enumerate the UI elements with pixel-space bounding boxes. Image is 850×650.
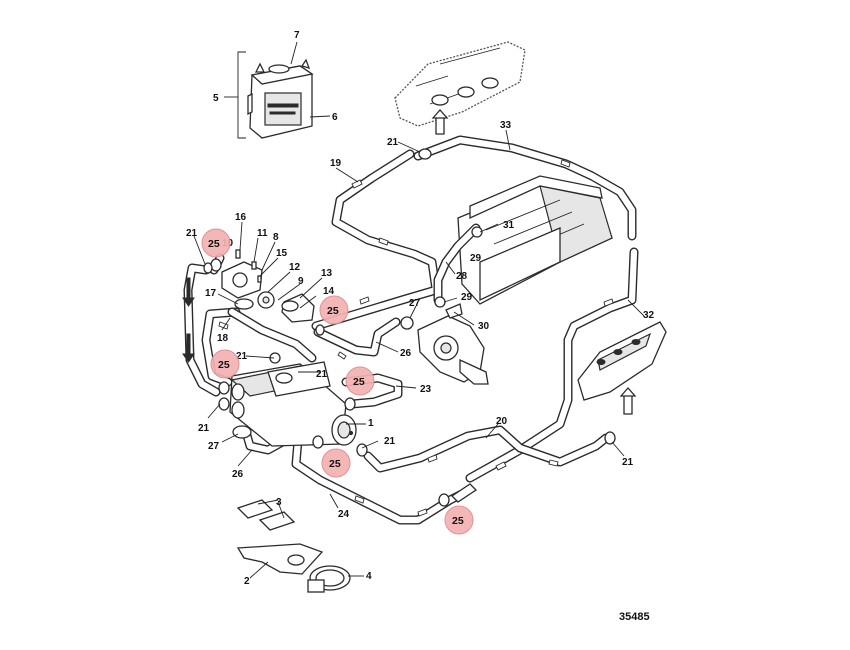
callout-7: 7 <box>294 30 300 41</box>
callout-6: 6 <box>332 112 338 123</box>
svg-text:25: 25 <box>452 515 464 527</box>
callout-4: 4 <box>366 571 372 582</box>
callout-29-lower: 29 <box>461 292 473 303</box>
highlight-25-d: 25 <box>345 366 375 396</box>
callout-23: 23 <box>420 384 432 395</box>
thermostat-housing <box>221 249 315 323</box>
callout-2: 2 <box>244 576 250 587</box>
svg-text:25: 25 <box>218 359 230 371</box>
callout-14: 14 <box>323 286 335 297</box>
highlight-25-a: 25 <box>201 228 231 258</box>
svg-text:25: 25 <box>208 238 220 250</box>
callout-26-upper: 26 <box>400 348 412 359</box>
exhaust-manifold-lower <box>577 321 667 415</box>
callout-27-pump: 27 <box>409 298 421 309</box>
callout-21-hx-right: 21 <box>316 369 328 380</box>
circulating-pump <box>417 303 489 385</box>
callout-26-lower: 26 <box>232 469 244 480</box>
callout-32: 32 <box>643 310 655 321</box>
callout-15: 15 <box>276 248 288 259</box>
callout-28: 28 <box>456 271 468 282</box>
svg-text:25: 25 <box>327 305 339 317</box>
callout-29-upper: 29 <box>470 253 482 264</box>
callout-17: 17 <box>205 288 217 299</box>
callout-11: 11 <box>257 228 268 239</box>
svg-text:25: 25 <box>329 458 341 470</box>
callout-13: 13 <box>321 268 333 279</box>
highlight-25-e: 25 <box>321 448 351 478</box>
callout-21-hx-end: 21 <box>384 436 396 447</box>
callout-21-top: 21 <box>186 228 198 239</box>
highlight-25-c: 25 <box>210 349 240 379</box>
callout-30: 30 <box>478 321 490 332</box>
callout-16: 16 <box>235 212 247 223</box>
engine-block <box>457 175 613 305</box>
loose-parts <box>236 499 351 593</box>
exhaust-manifold-top <box>394 41 526 135</box>
callout-27-lower: 27 <box>208 441 220 452</box>
callout-31: 31 <box>503 220 515 231</box>
svg-text:25: 25 <box>353 376 365 388</box>
callout-9: 9 <box>298 276 304 287</box>
highlight-25-f: 25 <box>444 505 474 535</box>
callout-21-lower-left: 21 <box>198 423 210 434</box>
highlight-25-b: 25 <box>319 295 349 325</box>
callout-labels: 1 2 3 4 5 6 7 8 9 10 11 12 13 14 15 16 1… <box>186 30 655 587</box>
callout-19: 19 <box>330 158 342 169</box>
figure-number: 35485 <box>619 611 650 623</box>
callout-5: 5 <box>213 93 219 104</box>
callout-21-manifold: 21 <box>387 137 399 148</box>
callout-20: 20 <box>496 416 508 427</box>
callout-18: 18 <box>217 333 229 344</box>
flow-arrows <box>182 159 614 517</box>
callout-3: 3 <box>276 497 282 508</box>
callout-1: 1 <box>368 418 374 429</box>
callout-12: 12 <box>289 262 301 273</box>
coolant-reservoir <box>247 58 314 139</box>
heat-exchanger <box>229 361 357 447</box>
callout-21-right: 21 <box>622 457 634 468</box>
callout-8: 8 <box>273 232 279 243</box>
callout-21-hx-left: 21 <box>236 351 248 362</box>
callout-24: 24 <box>338 509 350 520</box>
leader-lines <box>193 129 645 579</box>
callout-33: 33 <box>500 120 512 131</box>
hoses <box>183 135 639 525</box>
